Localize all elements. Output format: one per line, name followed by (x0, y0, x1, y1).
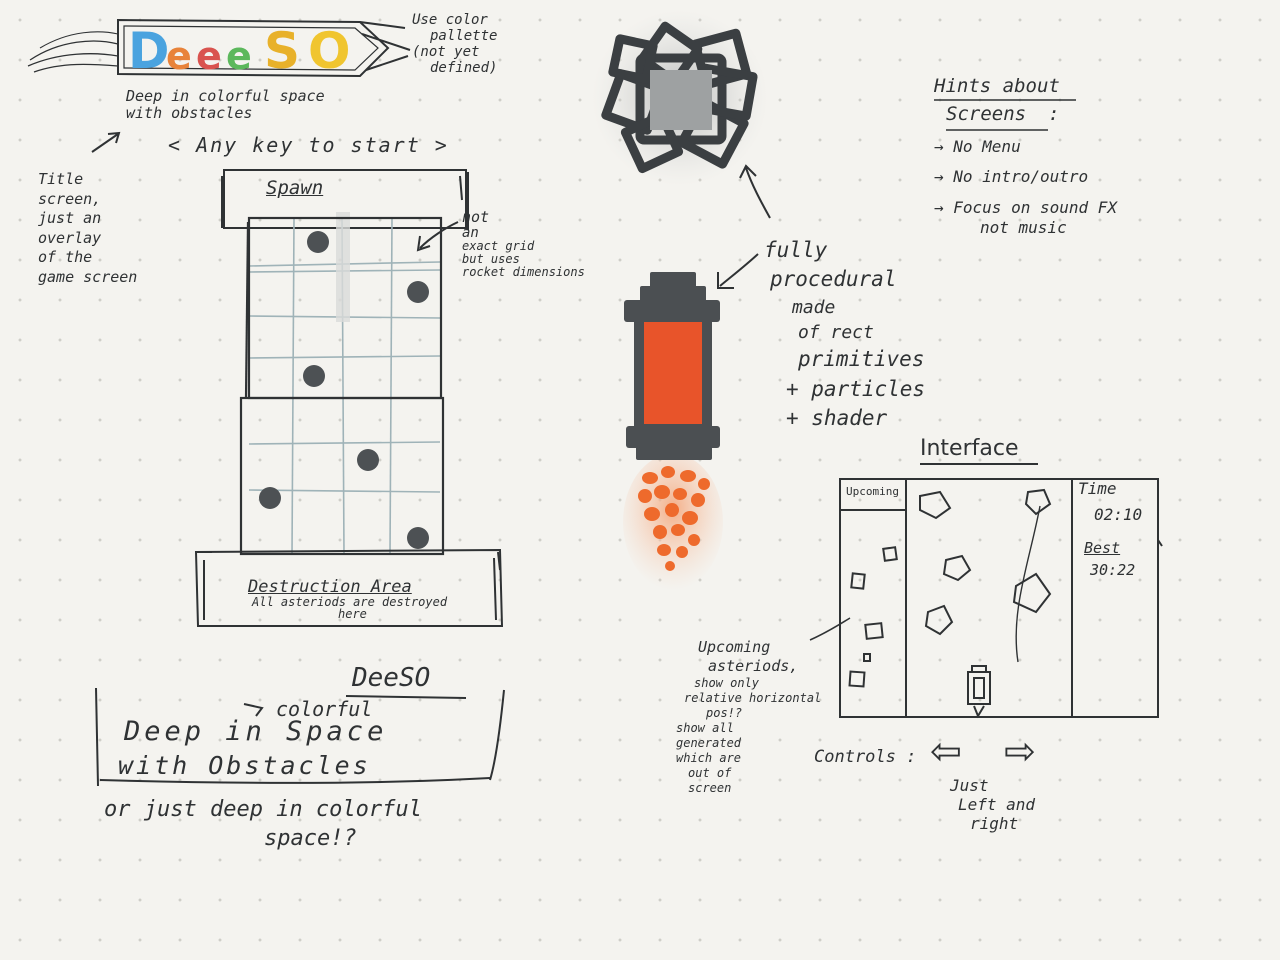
rocket-note-line: made (764, 295, 925, 320)
upcoming-note-line: show only (676, 676, 821, 691)
right-arrow-icon: ⇨ (1004, 730, 1036, 774)
palette-line: Use color (412, 12, 497, 28)
logo-letter-o: O (308, 22, 351, 80)
palette-line: (not yet (412, 44, 497, 60)
rocket-note-line: + shader (764, 404, 925, 433)
title-screen-note: Title screen, just an overlay of the gam… (38, 170, 137, 287)
title-screen-line: of the (38, 248, 137, 268)
palette-line: defined) (412, 60, 497, 76)
upcoming-note-line: show all (676, 721, 821, 736)
hints: Hints about Screens: (934, 76, 1060, 126)
title-screen-line: Title (38, 170, 137, 190)
logo-letter-e3: e (226, 34, 252, 78)
upcoming-note-line: out of (676, 766, 821, 781)
destruction-note: All asteriods are destroyed here (252, 596, 447, 620)
upcoming-note-line: generated (676, 736, 821, 751)
logo-letter-s: S (264, 22, 300, 80)
left-arrow-icon: ⇦ (930, 730, 962, 774)
grid-note-line: not (462, 210, 585, 226)
hints-title-screens: Screens (946, 103, 1026, 125)
upcoming-note-line: asteriods, (676, 657, 821, 676)
logo-letter-d: D (128, 22, 170, 80)
title-screen-line: game screen (38, 268, 137, 288)
controls-label: Controls : (814, 748, 916, 768)
rocket-note-line: primitives (764, 345, 925, 374)
interface-mockup (810, 464, 1162, 717)
hints-list: → No Menu → No intro/outro → Focus on so… (934, 132, 1117, 244)
time-value: 02:10 (1094, 506, 1142, 524)
spawn-label: Spawn (266, 178, 323, 200)
controls-note-line: Left and (950, 795, 1035, 814)
rocket-note-line: fully (764, 236, 925, 265)
controls-note: Just Left and right (950, 776, 1035, 834)
best-label: Best (1084, 540, 1120, 557)
logo-letter-e1: e (166, 34, 192, 78)
grid-note-line: but uses (462, 253, 585, 266)
hint-item: → No Menu (934, 132, 1117, 162)
rocket-note-line: + particles (764, 375, 925, 404)
best-value: 30:22 (1090, 562, 1135, 579)
palette-line: pallette (412, 28, 497, 44)
subtitle-line: Deep in colorful space (126, 88, 325, 105)
upcoming-note-line: screen (676, 781, 821, 796)
grid-note: not an exact grid but uses rocket dimens… (462, 210, 585, 278)
subtitle-line: with obstacles (126, 105, 325, 122)
interface-title: Interface (920, 436, 1019, 461)
rocket-note-line: procedural (764, 265, 925, 294)
logo-letter-e2: e (196, 34, 222, 78)
start-prompt: < Any key to start > (168, 134, 449, 157)
rocket (623, 272, 723, 590)
rocket-notes: fully procedural made of rect primitives… (764, 236, 925, 433)
upcoming-note-line: relative horizontal (676, 691, 821, 706)
hints-title: Hints about (934, 76, 1060, 98)
name-question: or just deep in colorful space!? (104, 796, 422, 853)
name-question-line: or just deep in colorful (104, 796, 422, 825)
name-box-line2: with Obstacles (118, 752, 371, 781)
upcoming-note: Upcoming asteriods, show only relative h… (676, 638, 821, 796)
upcoming-note-line: which are (676, 751, 821, 766)
title-screen-line: overlay (38, 229, 137, 249)
grid-note-line: an (462, 226, 585, 241)
upcoming-note-line: Upcoming (676, 638, 821, 657)
hints-title: Screens: (934, 104, 1060, 126)
controls-note-line: right (950, 814, 1035, 833)
grid-note-line: rocket dimensions (462, 266, 585, 279)
title-screen-arrow (92, 133, 119, 152)
title-screen-line: just an (38, 209, 137, 229)
grid-note-arrow (418, 222, 458, 250)
time-label: Time (1078, 480, 1117, 498)
palette-note: Use color pallette (not yet defined) (412, 12, 497, 76)
name-box-title: DeeSO (352, 664, 430, 694)
destruction-note-line: here (252, 608, 447, 620)
hints-colon: : (1026, 103, 1059, 125)
rocket-arrow (718, 254, 758, 288)
asteroid-arrow (740, 166, 770, 218)
rocket-note-line: of rect (764, 320, 925, 345)
controls-note-line: Just (950, 776, 1035, 795)
title-screen-line: screen, (38, 190, 137, 210)
name-box-line1: Deep in Space (124, 716, 387, 747)
hint-item: → No intro/outro (934, 162, 1117, 192)
upcoming-header: Upcoming (846, 486, 899, 499)
asteroid-cluster (592, 10, 768, 186)
playfield-grid (241, 212, 443, 555)
upcoming-note-line: pos!? (676, 706, 821, 721)
name-question-line: space!? (104, 825, 422, 854)
subtitle: Deep in colorful space with obstacles (126, 88, 325, 123)
